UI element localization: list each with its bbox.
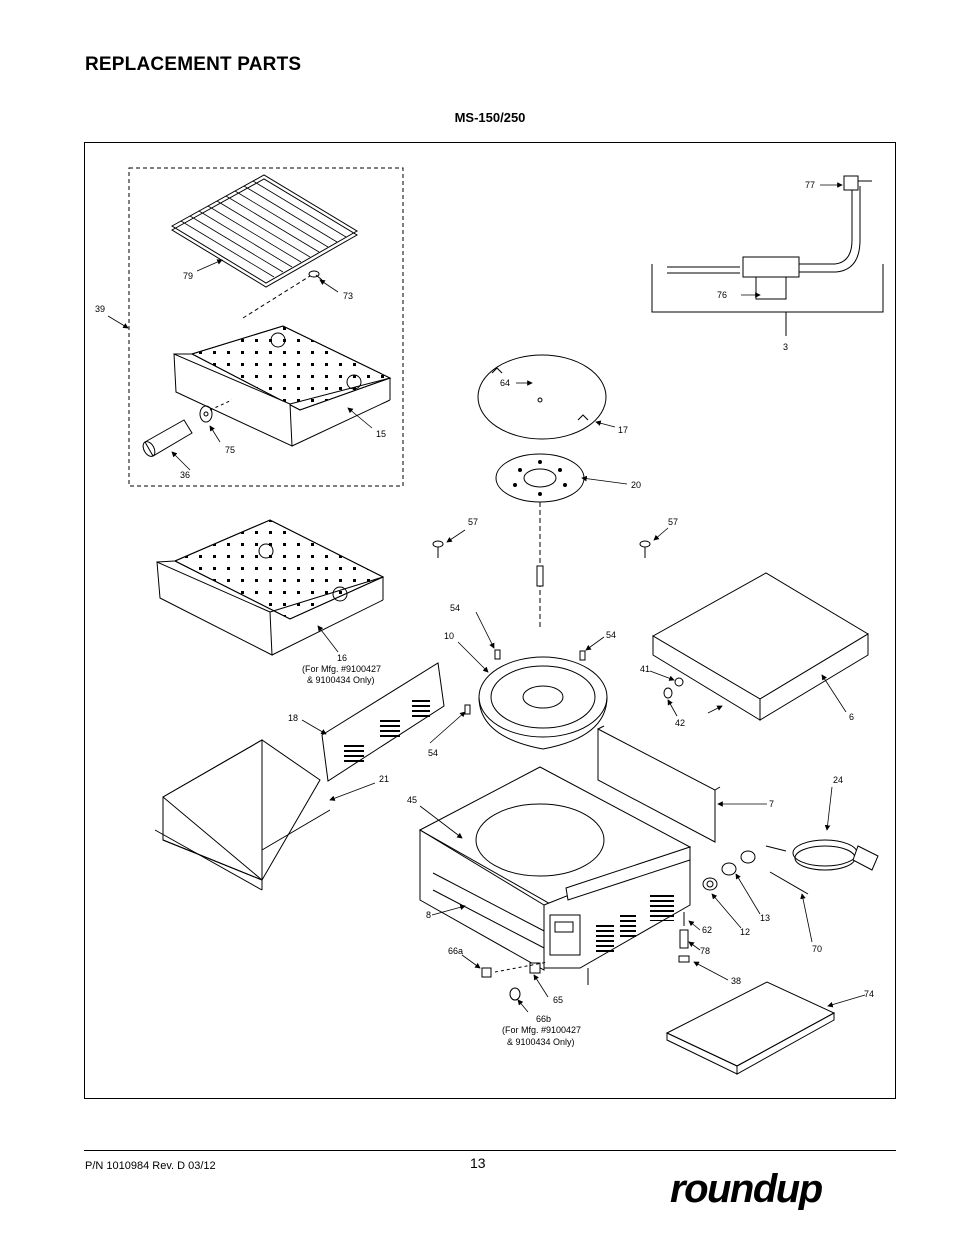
footer-rule xyxy=(84,1150,896,1151)
callout-70: 70 xyxy=(812,944,822,954)
sensor-78 xyxy=(679,929,689,949)
tray-16 xyxy=(156,519,385,656)
callout-7: 7 xyxy=(769,799,774,809)
panel-7 xyxy=(597,725,721,843)
callout-57-left: 57 xyxy=(468,517,478,527)
callout-57-right: 57 xyxy=(668,517,678,527)
callout-8: 8 xyxy=(426,910,431,920)
bolt-54-b xyxy=(579,650,586,661)
power-cord-24 xyxy=(765,839,879,871)
shaft-coupler xyxy=(536,565,544,587)
callout-54-a: 54 xyxy=(450,603,460,613)
page-title: REPLACEMENT PARTS xyxy=(85,54,302,75)
callout-17: 17 xyxy=(618,425,628,435)
panel-18 xyxy=(321,662,445,782)
kit-boundary xyxy=(128,167,404,487)
model-title: MS-150/250 xyxy=(454,110,526,125)
callout-16-note-1: (For Mfg. #9100427 xyxy=(302,664,381,674)
part-65 xyxy=(529,962,541,974)
callout-16-note-2: & 9100434 Only) xyxy=(307,675,375,685)
brand-wordmark: roundup xyxy=(670,1168,823,1210)
tie-70 xyxy=(769,871,809,895)
callout-74: 74 xyxy=(864,989,874,999)
tray-74 xyxy=(665,981,836,1075)
turntable-10 xyxy=(478,656,608,750)
fitting-13-b xyxy=(740,850,756,864)
cover-6 xyxy=(651,572,869,721)
knob-41 xyxy=(674,677,684,687)
callout-65: 65 xyxy=(553,995,563,1005)
callout-42: 42 xyxy=(675,718,685,728)
callout-38: 38 xyxy=(731,976,741,986)
callout-62: 62 xyxy=(702,925,712,935)
callout-6: 6 xyxy=(849,712,854,722)
callout-41: 41 xyxy=(640,664,650,674)
screw-73 xyxy=(308,270,323,281)
tray-21 xyxy=(154,739,331,891)
callout-66b-note-2: & 9100434 Only) xyxy=(507,1037,575,1047)
page-number: 13 xyxy=(470,1155,486,1171)
callout-66b-note-1: (For Mfg. #9100427 xyxy=(502,1025,581,1035)
foot-38 xyxy=(678,955,690,963)
callout-54-b: 54 xyxy=(606,630,616,640)
knob-75 xyxy=(199,405,213,423)
callout-20: 20 xyxy=(631,480,641,490)
bolt-54-a xyxy=(494,649,501,660)
callout-3: 3 xyxy=(783,342,788,352)
roundup-logo: roundup xyxy=(670,1168,824,1210)
diagram-frame xyxy=(84,142,896,1099)
bolt-54-c xyxy=(464,704,471,715)
callout-54-c: 54 xyxy=(428,748,438,758)
callout-79: 79 xyxy=(183,271,193,281)
callout-73: 73 xyxy=(343,291,353,301)
callout-45: 45 xyxy=(407,795,417,805)
screw-57-right xyxy=(639,540,651,558)
callout-76: 76 xyxy=(717,290,727,300)
callout-16: 16 xyxy=(337,653,347,663)
callout-66a: 66a xyxy=(448,946,463,956)
water-assembly-3 xyxy=(651,175,884,336)
callout-10: 10 xyxy=(444,631,454,641)
screw-57-left xyxy=(432,540,444,558)
callout-77: 77 xyxy=(805,180,815,190)
part-number: P/N 1010984 Rev. D 03/12 xyxy=(85,1160,216,1172)
plate-17 xyxy=(477,354,607,440)
callout-18: 18 xyxy=(288,713,298,723)
callout-15: 15 xyxy=(376,429,386,439)
cap-42 xyxy=(663,687,673,699)
callout-24: 24 xyxy=(833,775,843,785)
part-66a xyxy=(481,967,492,978)
control-box xyxy=(543,846,691,985)
handle-36 xyxy=(142,419,193,457)
fitting-12 xyxy=(702,877,718,891)
callout-13: 13 xyxy=(760,913,770,923)
callout-36: 36 xyxy=(180,470,190,480)
callout-66b: 66b xyxy=(536,1014,551,1024)
callout-64: 64 xyxy=(500,378,510,388)
tray-15 xyxy=(173,325,392,447)
callout-75: 75 xyxy=(225,445,235,455)
grate-79 xyxy=(171,174,358,288)
part-66b xyxy=(509,987,521,1001)
callout-12: 12 xyxy=(740,927,750,937)
fitting-13-a xyxy=(721,862,737,876)
callout-78: 78 xyxy=(700,946,710,956)
plate-20 xyxy=(495,453,585,503)
callout-21: 21 xyxy=(379,774,389,784)
callout-39: 39 xyxy=(95,304,105,314)
